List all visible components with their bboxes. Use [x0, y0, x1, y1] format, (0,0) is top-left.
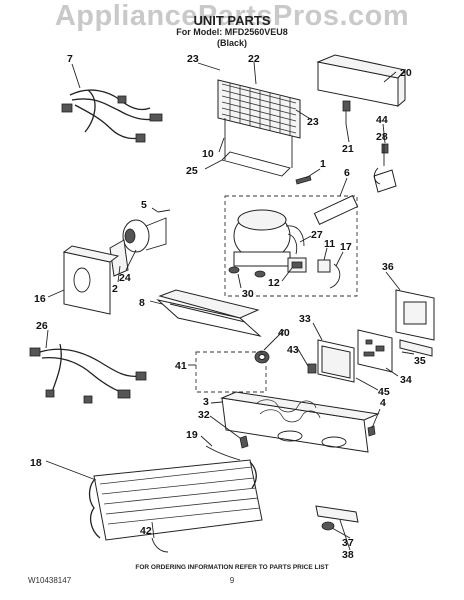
- callout-19: 19: [186, 429, 198, 441]
- callout-20: 20: [400, 67, 412, 79]
- callout-26: 26: [36, 320, 48, 332]
- callout-21: 21: [342, 143, 354, 155]
- part-drier-6: [313, 195, 359, 225]
- document-number: W10438147: [28, 576, 72, 585]
- callout-23b: 23: [307, 116, 319, 128]
- drain-outline-41: [195, 351, 267, 393]
- part-heater-40: [254, 350, 270, 364]
- part-drain-pan-8: [156, 289, 262, 337]
- part-compressor-27: [233, 209, 305, 267]
- part-screw-32: [239, 435, 249, 449]
- part-capacitor-17: [329, 263, 341, 289]
- part-tube-19: [205, 445, 241, 461]
- callout-43: 43: [287, 344, 299, 356]
- part-shroud-20: [316, 54, 406, 108]
- part-grommets-30: [228, 266, 266, 278]
- callout-33: 33: [299, 313, 311, 325]
- callout-labels: 7 23 22 20 23 44 28 10 21 25 1 6 5 27 11…: [30, 53, 426, 561]
- part-harness-7: [61, 89, 163, 143]
- callout-30: 30: [242, 288, 254, 300]
- callout-24: 24: [119, 272, 131, 284]
- callout-37: 37: [342, 537, 354, 549]
- model-number: For Model: MFD2560VEU8: [176, 27, 288, 37]
- callout-2: 2: [112, 283, 118, 295]
- part-screw-4: [367, 425, 376, 437]
- callout-10: 10: [202, 148, 214, 160]
- part-overload-11: [317, 259, 331, 273]
- callout-16: 16: [34, 293, 46, 305]
- callout-45: 45: [378, 386, 390, 398]
- callout-5: 5: [141, 199, 147, 211]
- callout-32: 32: [198, 409, 210, 421]
- part-evaporator-18: [88, 459, 263, 541]
- callout-18: 18: [30, 457, 42, 469]
- part-fan-blade-2: [109, 239, 129, 277]
- part-screw-43: [307, 363, 317, 374]
- part-control-board-34: [357, 329, 393, 373]
- page-number: 9: [229, 576, 235, 585]
- part-bracket-16: [62, 245, 120, 315]
- color-variant: (Black): [216, 38, 247, 48]
- callout-40: 40: [278, 327, 290, 339]
- leader-lines: [45, 61, 415, 551]
- part-heater-42: [151, 537, 169, 553]
- callout-42: 42: [140, 525, 152, 537]
- part-insulator-35: [399, 339, 433, 357]
- callout-34: 34: [400, 374, 412, 386]
- callout-17: 17: [340, 241, 352, 253]
- part-cover-33: [317, 339, 355, 383]
- callout-41: 41: [175, 360, 187, 372]
- diagram-title: UNIT PARTS: [193, 13, 271, 28]
- callout-8: 8: [139, 297, 145, 309]
- callout-27: 27: [311, 229, 323, 241]
- callout-11: 11: [324, 238, 335, 250]
- callout-44: 44: [376, 114, 388, 126]
- part-harness-26: [29, 343, 147, 404]
- callout-38: 38: [342, 549, 354, 561]
- watermark: AppliancePartsPros.com: [54, 0, 410, 32]
- callout-6: 6: [344, 167, 350, 179]
- part-relay-12: [287, 257, 307, 273]
- callout-12: 12: [268, 277, 280, 289]
- callout-25: 25: [186, 165, 198, 177]
- part-screw-21: [342, 100, 351, 124]
- callout-4: 4: [380, 397, 386, 409]
- callout-23: 23: [187, 53, 199, 65]
- part-foot-37: [321, 521, 335, 531]
- callout-7: 7: [67, 53, 73, 65]
- callout-36: 36: [382, 261, 394, 273]
- part-condenser-22: [217, 79, 301, 177]
- callout-1: 1: [320, 158, 326, 170]
- part-screw-1: [295, 175, 312, 185]
- part-fan-motor-24: [122, 209, 171, 253]
- callout-3: 3: [203, 396, 209, 408]
- part-bracket-28: [373, 143, 397, 193]
- part-control-box-36: [395, 289, 435, 341]
- callout-35: 35: [414, 355, 426, 367]
- callout-28: 28: [376, 131, 388, 143]
- ordering-info-note: FOR ORDERING INFORMATION REFER TO PARTS …: [135, 564, 329, 571]
- part-tube-38: [315, 505, 359, 523]
- compressor-kit-outline: [224, 195, 358, 297]
- callout-22: 22: [248, 53, 260, 65]
